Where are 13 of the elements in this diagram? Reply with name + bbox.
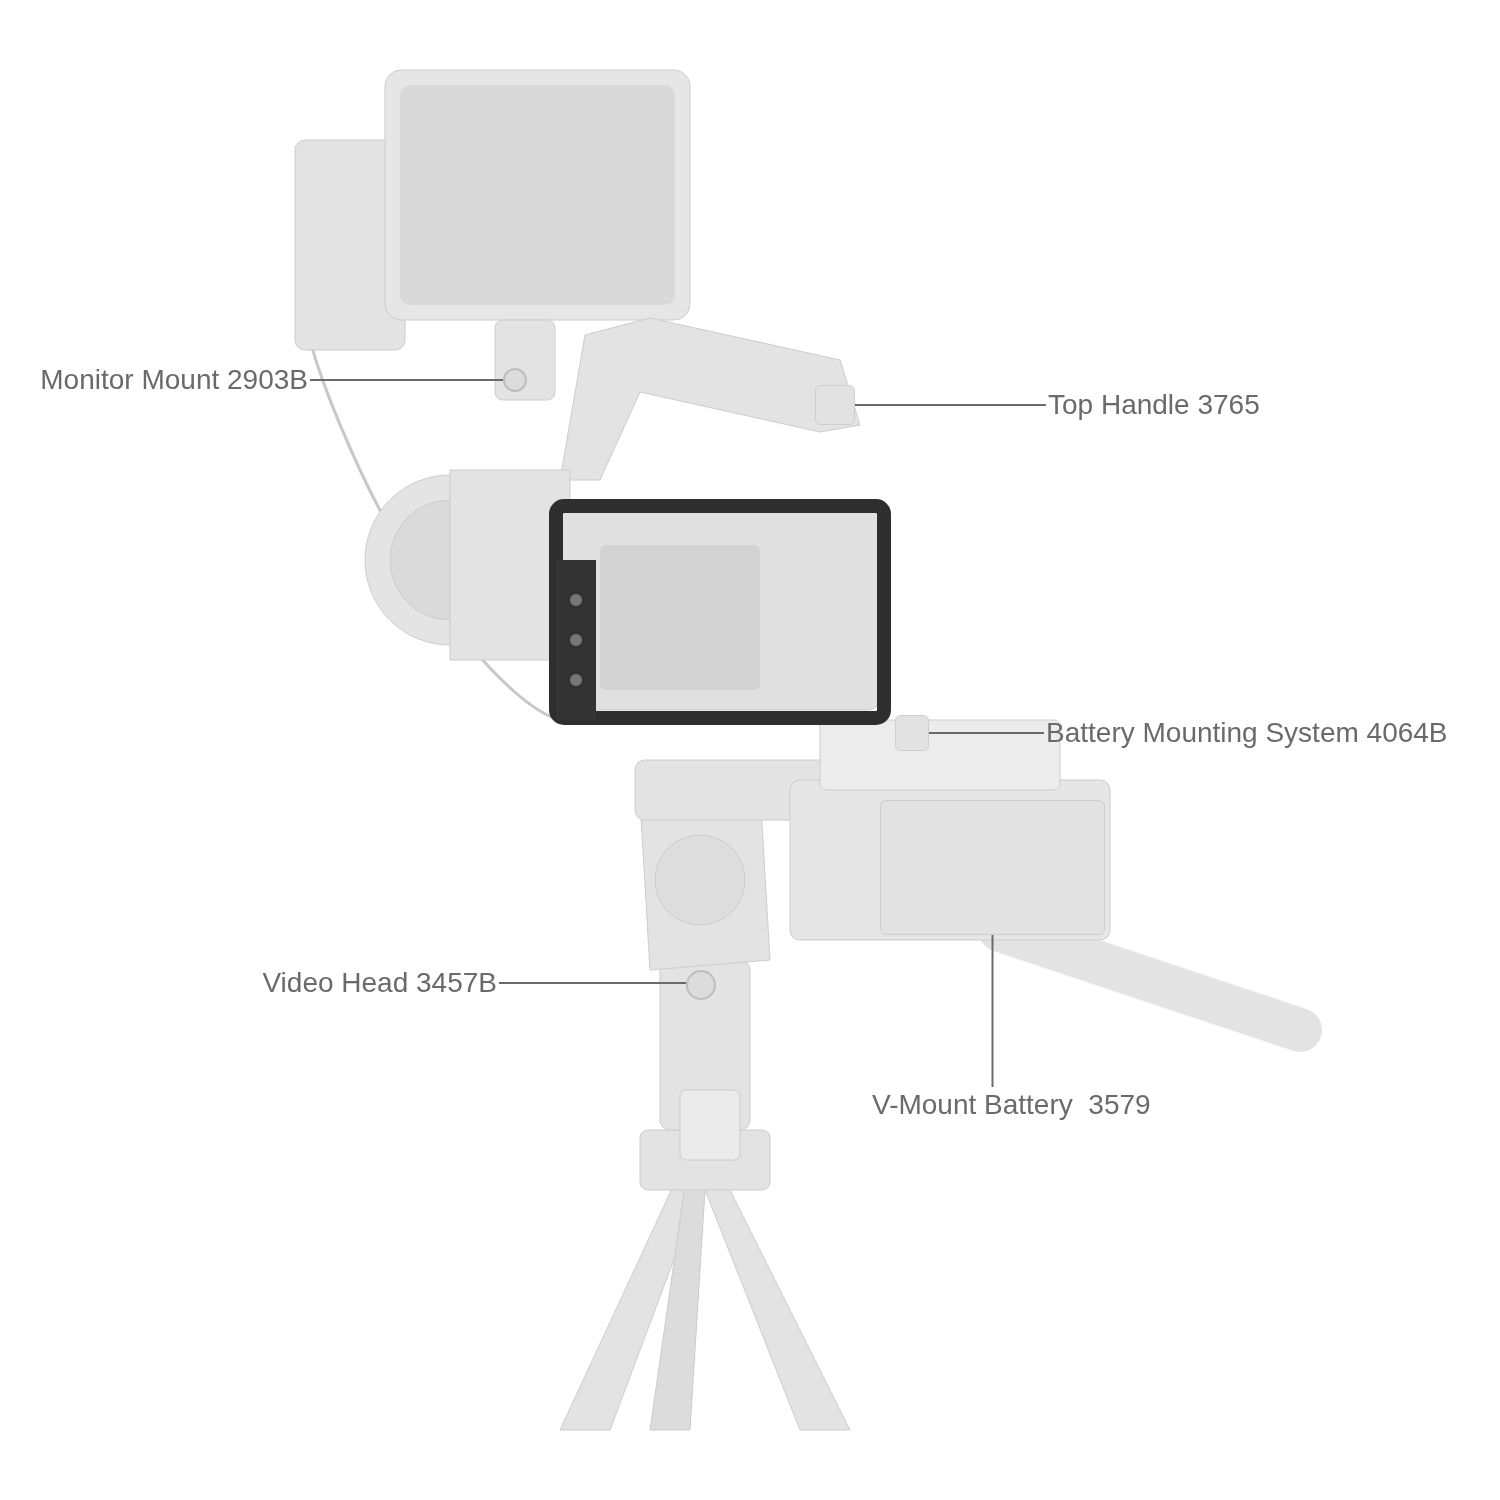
leader-line [991, 934, 994, 1088]
callout-label: V-Mount Battery 3579 [872, 1087, 1151, 1123]
leader-line [854, 404, 1047, 406]
leader-line [309, 379, 504, 381]
leader-line [498, 982, 687, 984]
battery-part [880, 800, 1105, 935]
callout-label: Video Head 3457B [262, 965, 497, 1001]
leader-line [928, 732, 1045, 734]
handle-end-part [815, 385, 855, 425]
callout-label: Top Handle 3765 [1048, 387, 1260, 423]
callout-label: Battery Mounting System 4064B [1046, 715, 1448, 751]
callout-label: Monitor Mount 2903B [40, 362, 308, 398]
rod-clamp-part [895, 715, 929, 751]
